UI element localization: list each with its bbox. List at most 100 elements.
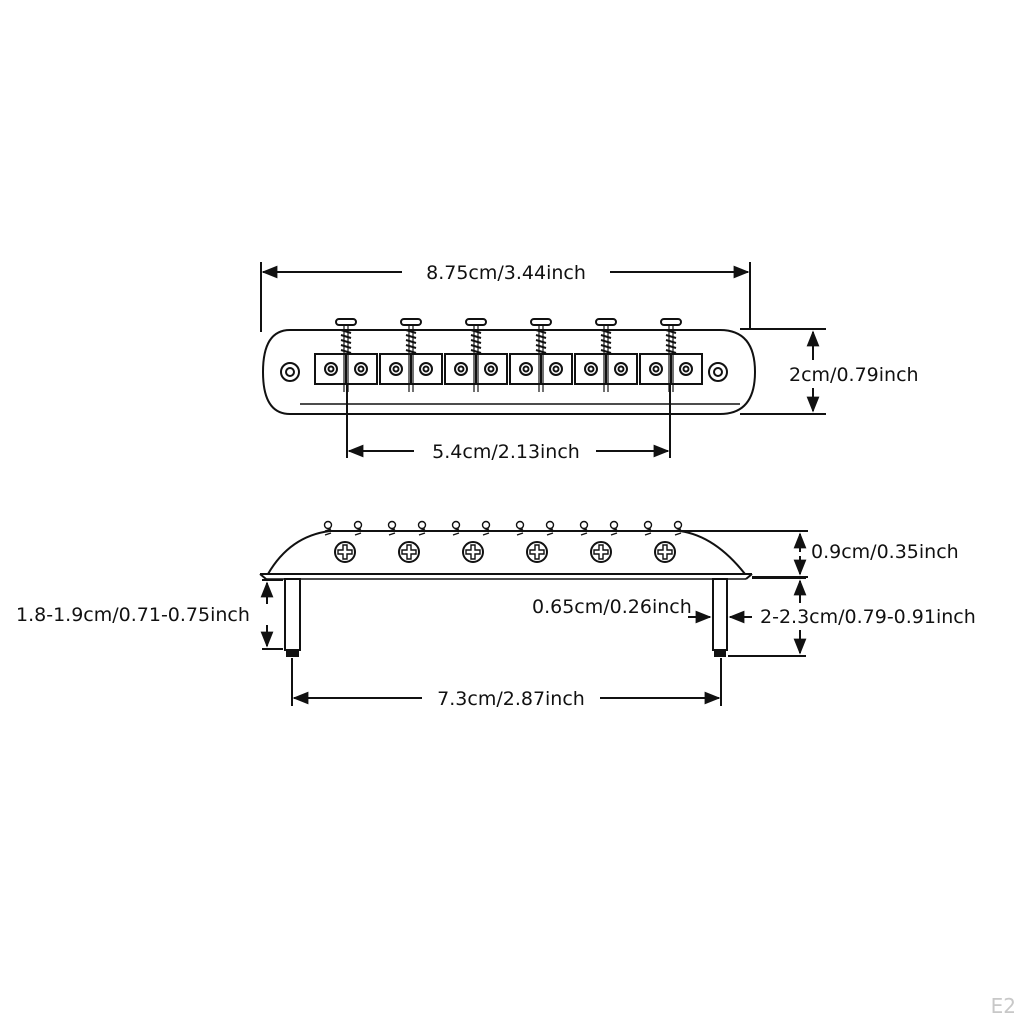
height-screw-head (609, 520, 619, 530)
phillips-screw-icon (654, 541, 676, 563)
phillips-cross (337, 544, 353, 560)
phillips-cross (657, 544, 673, 560)
spring-coil (340, 339, 352, 344)
spring-coil (418, 528, 426, 532)
spring-coil (405, 349, 417, 354)
side-saddle (323, 520, 363, 563)
spring-coil (665, 334, 677, 339)
saddle-hole (324, 362, 338, 376)
top-width-label: 8.75cm/3.44inch (426, 262, 586, 284)
spring-coil (600, 329, 612, 334)
spring-coil (452, 532, 460, 536)
spring-coil (600, 334, 612, 339)
spring-coil (600, 339, 612, 344)
phillips-screw-icon (462, 541, 484, 563)
saddle-hole (584, 362, 598, 376)
saddle (574, 318, 638, 392)
post-span-label: 7.3cm/2.87inch (437, 688, 585, 710)
side-view-bridge (259, 520, 753, 657)
spring-coil (600, 349, 612, 354)
right-post-dimension (728, 577, 807, 657)
spring-coil (535, 339, 547, 344)
phillips-cross (465, 544, 481, 560)
saddle-hole-inner (587, 365, 595, 373)
spring-coil (665, 339, 677, 344)
phillips-cross (401, 544, 417, 560)
saddle-hole-inner (652, 365, 660, 373)
saddle-row (314, 318, 703, 392)
side-saddle (451, 520, 491, 563)
saddle-hole (419, 362, 433, 376)
top-view-bridge (261, 318, 757, 415)
side-saddle (387, 520, 427, 563)
spring-coil (470, 334, 482, 339)
phillips-cross (593, 544, 609, 560)
top-height-label: 2cm/0.79inch (789, 364, 919, 386)
phillips-cross (529, 544, 545, 560)
top-height-dimension (740, 328, 826, 415)
spring-coil (674, 532, 682, 536)
spring-coil (546, 528, 554, 532)
saddle (444, 318, 508, 392)
side-saddle (579, 520, 619, 563)
spring-coil (405, 334, 417, 339)
saddle-hole-inner (357, 365, 365, 373)
right-post-label: 2-2.3cm/0.79-0.91inch (760, 606, 976, 628)
right-mount-hole (708, 362, 728, 382)
saddle-hole (679, 362, 693, 376)
side-height-label: 0.9cm/0.35inch (811, 541, 959, 563)
spring-coil (324, 528, 332, 532)
saddle-hole (519, 362, 533, 376)
height-screw-head (545, 520, 555, 530)
spring-coil (610, 532, 618, 536)
saddle-hole (649, 362, 663, 376)
saddle-hole (354, 362, 368, 376)
spring-coil (340, 349, 352, 354)
height-screw-head (417, 520, 427, 530)
spring-coil (482, 532, 490, 536)
spring-coil (470, 344, 482, 349)
spring-coil (470, 349, 482, 354)
phillips-screw-icon (526, 541, 548, 563)
left-mount-post (284, 578, 301, 657)
spring-coil (546, 532, 554, 536)
spring-coil (405, 339, 417, 344)
height-screw-head (579, 520, 589, 530)
saddle-hole (454, 362, 468, 376)
spring-coil (340, 334, 352, 339)
saddle-hole-inner (422, 365, 430, 373)
saddle-hole-inner (487, 365, 495, 373)
spring-coil (665, 344, 677, 349)
height-screw-head (323, 520, 333, 530)
saddle-hole (549, 362, 563, 376)
corner-label: E2 (990, 994, 1016, 1018)
saddle-span-label: 5.4cm/2.13inch (432, 441, 580, 463)
side-saddle-screws (323, 520, 683, 563)
intonation-screw-head (465, 318, 487, 326)
spring-coil (665, 329, 677, 334)
spring-coil (482, 528, 490, 532)
side-saddle (643, 520, 683, 563)
post-span-dimension (291, 658, 722, 706)
side-saddle (515, 520, 555, 563)
spring-coil (452, 528, 460, 532)
spring-coil (535, 329, 547, 334)
saddle-hole-inner (392, 365, 400, 373)
height-screw-head (481, 520, 491, 530)
spring-coil (354, 532, 362, 536)
spring-coil (516, 528, 524, 532)
saddle-hole (614, 362, 628, 376)
spring-coil (644, 532, 652, 536)
spring-coil (535, 334, 547, 339)
saddle-hole-inner (552, 365, 560, 373)
post-diameter-label: 0.65cm/0.26inch (532, 596, 692, 618)
spring-coil (516, 532, 524, 536)
left-mount-hole (280, 362, 300, 382)
height-screw-head (673, 520, 683, 530)
saddle-hole-inner (457, 365, 465, 373)
saddle-hole-inner (522, 365, 530, 373)
saddle-hole-inner (682, 365, 690, 373)
intonation-screw-head (595, 318, 617, 326)
phillips-screw-icon (334, 541, 356, 563)
spring-coil (470, 329, 482, 334)
